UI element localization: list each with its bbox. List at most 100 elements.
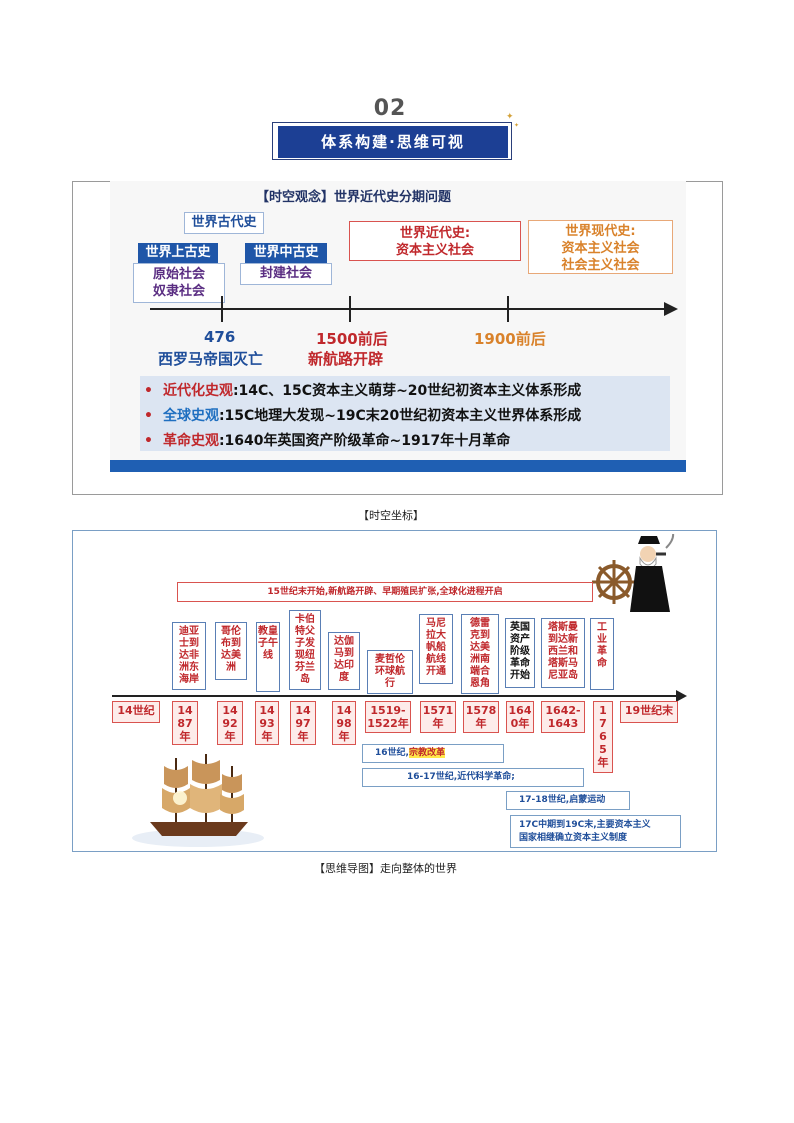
marker-label: 新航路开辟 (308, 350, 384, 368)
era-reformation: 16世纪,宗教改革 (362, 744, 504, 763)
event-line: 马到 (334, 648, 354, 659)
view-text: :1640年英国资产阶级革命~1917年十月革命 (218, 433, 511, 449)
contemporary-line: 世界现代史: (565, 224, 636, 239)
timeline-tick (507, 296, 509, 322)
ancient-history-box: 世界古代史 (184, 212, 264, 234)
event-line: 阶级 (510, 646, 530, 657)
event-line: 德雷 (470, 618, 490, 629)
event-tasman: 塔斯曼 到达新 西兰和 塔斯马 尼亚岛 (541, 618, 585, 688)
event-papal-line: 教皇 子午 线 (256, 622, 280, 692)
event-industrial-revolution: 工 业 革 命 (590, 618, 614, 690)
event-line: 克到 (470, 630, 490, 641)
event-line: 行 (385, 678, 395, 689)
event-line: 业 (597, 634, 607, 645)
event-line: 尼亚岛 (548, 670, 578, 681)
event-cabot: 卡伯 特父 子发 现纽 芬兰 岛 (289, 610, 321, 690)
year-line: 87 (177, 717, 193, 730)
contemporary-line: 资本主义社会 (561, 241, 640, 256)
event-line: 西兰和 (548, 646, 578, 657)
globalization-banner: 15世纪末开始,新航路开辟、早期殖民扩张,全球化进程开启 (177, 582, 593, 602)
society-line: 封建社会 (259, 266, 312, 281)
view-name: 全球史观 (162, 408, 219, 424)
end-century-label: 19世纪末 (620, 701, 678, 723)
year-line: 0年 (510, 717, 530, 730)
event-year: 1578 年 (463, 701, 499, 733)
year-line: 年 (597, 756, 609, 769)
marker-year: 476 (204, 328, 236, 346)
event-da-gama: 达伽 马到 达印 度 (328, 632, 360, 690)
start-century-label: 14世纪 (112, 701, 160, 723)
year-line: 年 (432, 717, 444, 730)
event-line: 资产 (510, 634, 530, 645)
event-year: 14 93 年 (255, 701, 279, 745)
era-text: 16-17世纪,近代科学革命; (407, 772, 515, 782)
event-line: 迪亚 (179, 626, 199, 637)
event-line: 子午 (258, 638, 278, 649)
marker-year: 1900前后 (474, 330, 546, 348)
view-name: 近代化史观 (162, 383, 233, 399)
bullet-icon: • (144, 408, 153, 424)
era-text: 17-18世纪,启蒙运动 (519, 795, 606, 805)
society-line: 奴隶社会 (152, 284, 205, 299)
upper-ancient-society: 原始社会 奴隶社会 (133, 263, 225, 303)
event-year: 14 98 年 (332, 701, 356, 745)
event-line: 岛 (300, 674, 310, 685)
timeline-arrow-icon (664, 302, 678, 316)
section-title: 体系构建·思维可视 (278, 126, 508, 158)
year-line: 1519- (370, 704, 406, 717)
marker-year: 1500前后 (316, 330, 388, 348)
event-line: 恩角 (470, 678, 490, 689)
era-text: 国家相继确立资本主义制度 (519, 833, 628, 843)
event-line: 士到 (179, 638, 199, 649)
event-line: 航线 (426, 654, 446, 665)
timeline-arrow-icon (676, 690, 687, 702)
event-line: 达美 (221, 650, 241, 661)
event-line: 塔斯马 (548, 658, 578, 669)
year-line: 1 (599, 704, 607, 717)
event-line: 英国 (510, 622, 530, 633)
year-line: 14 (336, 704, 352, 717)
event-year: 1519- 1522年 (365, 701, 411, 733)
view-text: :14C、15C资本主义萌芽~20世纪初资本主义体系形成 (232, 383, 582, 399)
event-line: 现纽 (295, 650, 315, 661)
year-line: 年 (224, 730, 236, 743)
event-line: 达印 (334, 660, 354, 671)
event-line: 线 (263, 650, 273, 661)
sea-captain-at-wheel-illustration (592, 534, 675, 612)
view-name: 革命史观 (162, 433, 219, 449)
year-line: 1578 (465, 704, 497, 717)
event-line: 端合 (470, 666, 490, 677)
figure-title: 【时空观念】世界近代史分期问题 (256, 190, 452, 205)
event-line: 开始 (510, 670, 530, 681)
year-line: 98 (336, 717, 352, 730)
event-line: 革 (597, 646, 607, 657)
marker-label: 西罗马帝国灭亡 (158, 350, 264, 368)
middle-ancient-box: 世界中古史 (245, 243, 327, 265)
event-line: 布到 (221, 638, 241, 649)
year-line: 14 (259, 704, 275, 717)
era-highlight: 宗教改革 (408, 748, 445, 758)
caption: 【时空坐标】 (358, 509, 424, 522)
caption: 【思维导图】走向整体的世界 (314, 862, 457, 875)
contemporary-line: 社会主义社会 (561, 258, 640, 273)
year-line: 92 (222, 717, 238, 730)
event-line: 拉大 (426, 630, 446, 641)
event-manila-galleon: 马尼 拉大 帆船 航线 开通 (419, 614, 453, 684)
bullet-icon: • (144, 383, 153, 399)
event-line: 特父 (295, 626, 315, 637)
view-row: • 近代化史观:14C、15C资本主义萌芽~20世纪初资本主义体系形成 (144, 380, 581, 400)
event-line: 度 (339, 672, 349, 683)
view-row: •全球史观:15C地理大发现~19C末20世纪初资本主义世界体系形成 (144, 405, 581, 425)
year-line: 1642- (545, 704, 581, 717)
section-number: 02 (373, 96, 407, 121)
timeline-tick (349, 296, 351, 322)
year-line: 年 (475, 717, 487, 730)
year-line: 1522年 (367, 717, 409, 730)
upper-ancient-box: 世界上古史 (138, 243, 218, 265)
era-text: 16世纪, (375, 748, 409, 758)
year-line: 164 (508, 704, 532, 717)
event-line: 卡伯 (295, 614, 315, 625)
historiography-views (140, 376, 670, 451)
sparkle-icon: ✦ (514, 122, 520, 129)
event-line: 到达新 (548, 634, 578, 645)
